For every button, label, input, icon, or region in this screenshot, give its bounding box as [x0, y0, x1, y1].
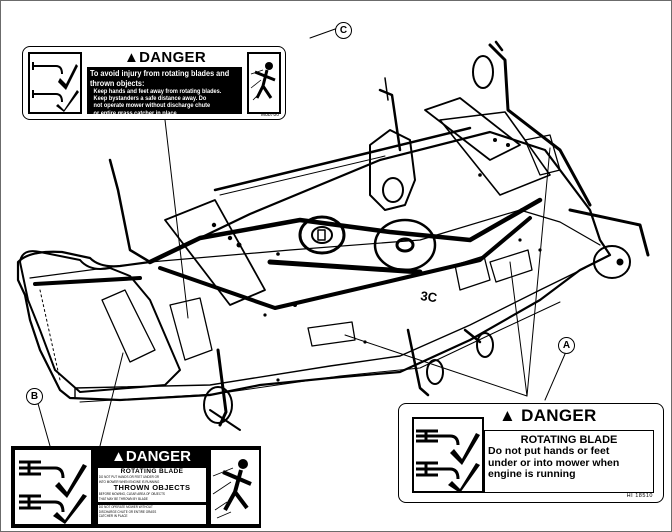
label-c-text-block: To avoid injury from rotating blades and…	[87, 67, 242, 117]
label-a-location-3	[524, 134, 561, 176]
safety-label-c: ▲DANGER To avoid injury from rotating bl…	[22, 46, 286, 120]
pulley-right	[373, 218, 437, 272]
callout-b: B	[26, 388, 43, 405]
hand-foot-blade-icon	[15, 450, 91, 524]
danger-heading: ▲DANGER	[111, 448, 191, 465]
leader-b-callout	[36, 399, 51, 447]
wheel-right-front	[593, 245, 631, 279]
belt-shield-right	[424, 97, 521, 161]
leader-b-to-deck	[99, 352, 124, 447]
wheel-front-left	[203, 386, 233, 424]
warning-triangle-icon: ▲	[124, 49, 140, 66]
discharge-chute	[19, 250, 181, 393]
leader-c-to-deck	[164, 119, 189, 319]
hand-foot-blade-icon	[412, 417, 484, 493]
label-b-footer-block: DO NOT OPERATE MOWER WITHOUT DISCHARGE C…	[98, 505, 206, 524]
leader-lines	[36, 27, 566, 447]
front-caster-mount-1	[406, 328, 430, 397]
leader-a-to-deck-2	[509, 261, 528, 397]
belt-lower	[158, 216, 532, 310]
hand-foot-blade-icon-graphic	[32, 62, 79, 112]
belt-left	[147, 197, 543, 265]
hand-foot-blade-icon-graphic	[416, 429, 480, 493]
warning-triangle-icon: ▲	[499, 406, 522, 425]
label-c-location	[169, 297, 213, 361]
leader-a-to-deck-1	[344, 334, 528, 397]
belt-shield-left	[164, 199, 266, 306]
warning-triangle-icon: ▲	[111, 448, 126, 465]
label-a-location-2	[489, 249, 533, 283]
leader-c-callout	[309, 27, 339, 39]
danger-heading: ▲DANGER	[124, 49, 206, 66]
thrown-object-person-icon-graphic	[212, 459, 252, 519]
right-lift-arm	[488, 43, 592, 207]
gearbox	[369, 129, 416, 211]
wheel-front-center	[476, 332, 494, 358]
belt-front	[267, 259, 423, 275]
deck-skirt-lower	[79, 301, 561, 403]
callout-c: C	[335, 22, 352, 39]
safety-label-b: ▲DANGER ROTATING BLADE DO NOT PUT HANDS …	[11, 446, 261, 528]
leader-a-callout	[544, 353, 566, 401]
hand-foot-blade-icon-graphic	[19, 460, 87, 524]
belt-back	[213, 126, 472, 192]
wheel-right-rear	[472, 55, 494, 89]
deck-marking: 3C	[420, 288, 439, 305]
thrown-object-person-icon	[211, 450, 259, 524]
thrown-object-person-icon	[247, 52, 281, 114]
thrown-object-person-icon-graphic	[250, 62, 276, 101]
safety-label-a: ▲ DANGER ROTATING BLADE Do not put hands…	[398, 403, 664, 503]
pulley-center	[298, 215, 346, 255]
chute-belt-edge	[33, 276, 142, 286]
callout-a: A	[558, 337, 575, 354]
deck-skirt	[74, 267, 586, 399]
left-lift-arm	[108, 158, 152, 264]
label-a-text-block: ROTATING BLADE Do not put hands or feet …	[484, 430, 654, 493]
label-a-location-1	[307, 321, 356, 347]
label-b-location	[101, 289, 156, 363]
label-b-text-block: ROTATING BLADE DO NOT PUT HANDS OR FEET …	[98, 468, 206, 502]
leader-a-to-deck-3	[526, 147, 551, 397]
hand-foot-blade-icon	[28, 52, 82, 114]
danger-heading: ▲ DANGER	[499, 406, 597, 425]
